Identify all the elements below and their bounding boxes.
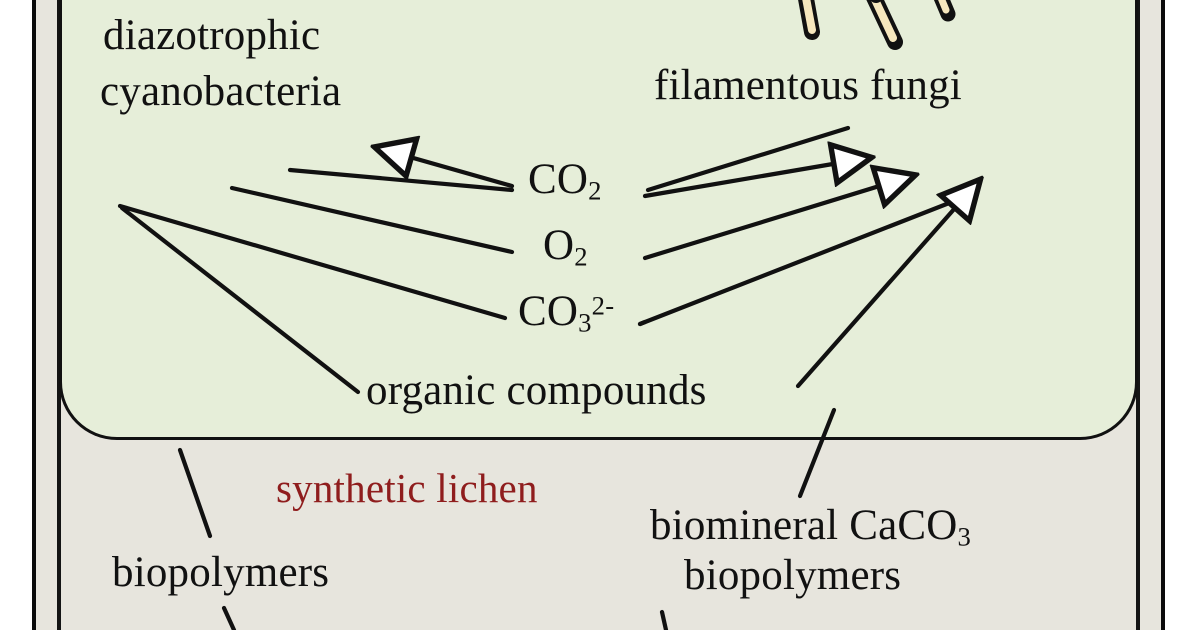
label-filamentous-fungi: filamentous fungi [654,62,962,109]
o2-subscript: 2 [574,241,588,272]
label-o2: O2 [543,222,588,273]
biomineral-text: biomineral CaCO [650,502,958,549]
label-biomineral-caco3: biomineral CaCO3 [650,502,971,553]
carbonate-superscript: 2- [591,290,615,321]
label-carbonate: CO32- [518,288,614,339]
label-cyanobacteria: cyanobacteria [100,68,342,115]
co2-subscript: 2 [588,175,602,206]
biomineral-subscript: 3 [957,521,972,552]
co2-base: CO [528,156,589,203]
o2-base: O [543,222,575,269]
label-co2: CO2 [528,156,602,207]
inner-rule-right [1136,0,1140,630]
label-biopolymers-left: biopolymers [112,549,330,596]
frame-rule-left [32,0,36,630]
frame-rule-right [1161,0,1165,630]
label-diazotrophic: diazotrophic [103,12,321,59]
label-synthetic-lichen: synthetic lichen [276,465,538,511]
label-biopolymers-right: biopolymers [684,552,902,599]
label-organic-compounds: organic compounds [366,367,707,414]
carbonate-subscript: 3 [578,307,592,338]
carbonate-base: CO [518,288,579,335]
